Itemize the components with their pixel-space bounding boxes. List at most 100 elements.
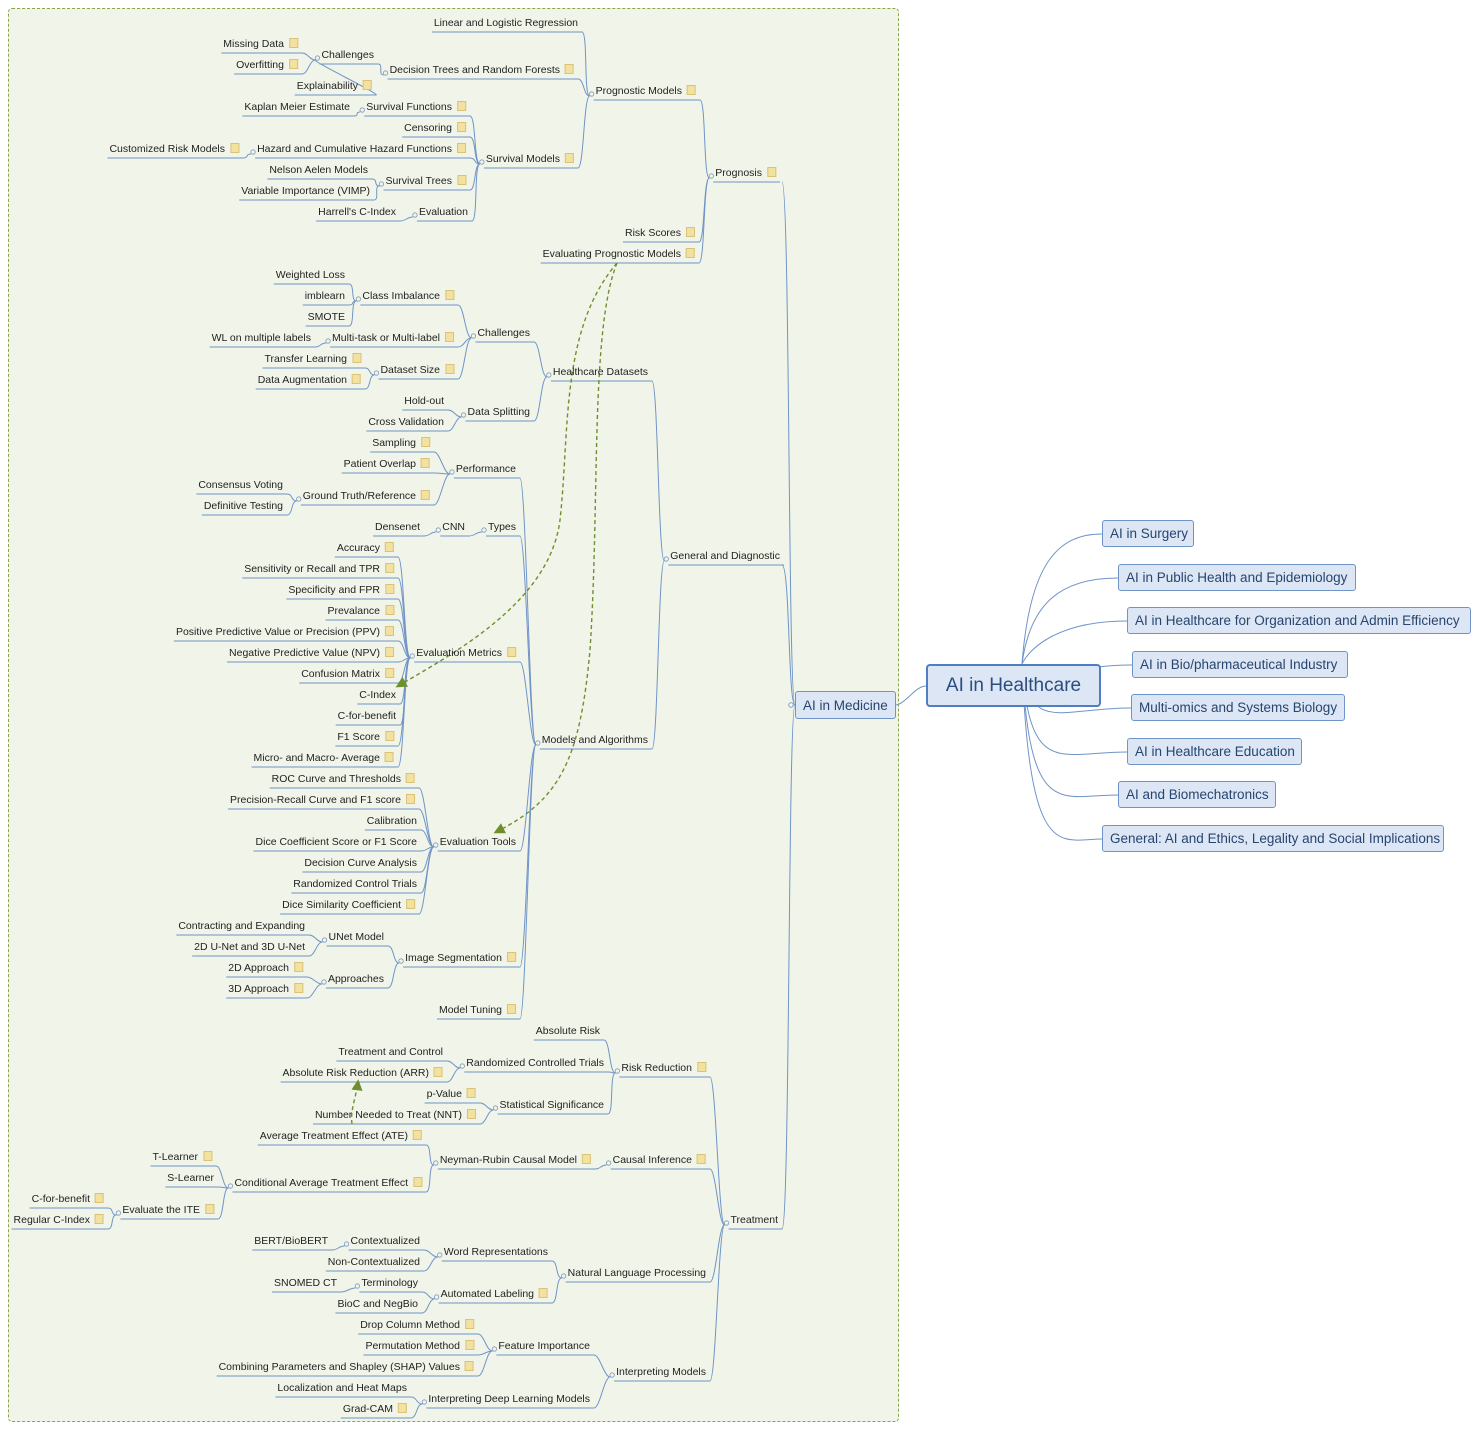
topic-transfer-learning[interactable]: Transfer Learning (263, 353, 364, 368)
note-icon[interactable] (687, 85, 696, 95)
topic-neyman-rubin-causal-model[interactable]: Neyman-Rubin Causal Model (438, 1154, 593, 1169)
note-icon[interactable] (445, 364, 454, 374)
topic-dice-coefficient-score-or-f1-score[interactable]: Dice Coefficient Score or F1 Score (254, 836, 419, 851)
topic-risk-reduction[interactable]: Risk Reduction (619, 1062, 708, 1077)
topic-densenet[interactable]: Densenet (373, 521, 422, 536)
branch-general-ai-and-ethics-legality-and-social-implications[interactable]: General: AI and Ethics, Legality and Soc… (1102, 825, 1444, 852)
topic-customized-risk-models[interactable]: Customized Risk Models (107, 143, 241, 158)
note-icon[interactable] (413, 1177, 422, 1187)
topic-positive-predictive-value-or-precision-ppv[interactable]: Positive Predictive Value or Precision (… (174, 626, 396, 641)
topic-number-needed-to-treat-nnt[interactable]: Number Needed to Treat (NNT) (313, 1109, 478, 1124)
topic-average-treatment-effect-ate[interactable]: Average Treatment Effect (ATE) (258, 1130, 424, 1145)
note-icon[interactable] (385, 731, 394, 741)
topic-prognosis[interactable]: Prognosis (713, 167, 778, 182)
topic-word-representations[interactable]: Word Representations (442, 1246, 550, 1261)
topic-challenges[interactable]: Challenges (319, 49, 376, 64)
topic-general-and-diagnostic[interactable]: General and Diagnostic (668, 550, 782, 565)
note-icon[interactable] (686, 248, 695, 258)
topic-cross-validation[interactable]: Cross Validation (366, 416, 446, 431)
note-icon[interactable] (385, 605, 394, 615)
topic-feature-importance[interactable]: Feature Importance (496, 1340, 592, 1355)
topic-conditional-average-treatment-effect[interactable]: Conditional Average Treatment Effect (232, 1177, 424, 1192)
topic-risk-scores[interactable]: Risk Scores (623, 227, 697, 242)
topic-permutation-method[interactable]: Permutation Method (363, 1340, 476, 1355)
note-icon[interactable] (467, 1109, 476, 1119)
note-icon[interactable] (434, 1067, 443, 1077)
topic-p-value[interactable]: p-Value (425, 1088, 478, 1103)
note-icon[interactable] (565, 153, 574, 163)
note-icon[interactable] (95, 1193, 104, 1203)
topic-3d-approach[interactable]: 3D Approach (226, 983, 305, 998)
topic-consensus-voting[interactable]: Consensus Voting (196, 479, 285, 494)
topic-interpreting-deep-learning-models[interactable]: Interpreting Deep Learning Models (426, 1393, 592, 1408)
note-icon[interactable] (203, 1151, 212, 1161)
note-icon[interactable] (385, 752, 394, 762)
topic-absolute-risk[interactable]: Absolute Risk (534, 1025, 602, 1040)
topic-dataset-size[interactable]: Dataset Size (378, 364, 456, 379)
topic-class-imbalance[interactable]: Class Imbalance (360, 290, 456, 305)
topic-treatment-and-control[interactable]: Treatment and Control (336, 1046, 445, 1061)
note-icon[interactable] (767, 167, 776, 177)
topic-prognostic-models[interactable]: Prognostic Models (594, 85, 698, 100)
topic-censoring[interactable]: Censoring (402, 122, 468, 137)
topic-weighted-loss[interactable]: Weighted Loss (274, 269, 347, 284)
note-icon[interactable] (289, 38, 298, 48)
topic-regular-c-index[interactable]: Regular C-Index (12, 1214, 106, 1229)
topic-bert-biobert[interactable]: BERT/BioBERT (252, 1235, 330, 1250)
topic-s-learner[interactable]: S-Learner (165, 1172, 216, 1187)
note-icon[interactable] (230, 143, 239, 153)
note-icon[interactable] (385, 563, 394, 573)
topic-imblearn[interactable]: imblearn (303, 290, 347, 305)
topic-evaluate-the-ite[interactable]: Evaluate the ITE (120, 1204, 216, 1219)
topic-model-tuning[interactable]: Model Tuning (437, 1004, 518, 1019)
note-icon[interactable] (686, 227, 695, 237)
note-icon[interactable] (385, 584, 394, 594)
topic-statistical-significance[interactable]: Statistical Significance (498, 1099, 606, 1114)
topic-healthcare-datasets[interactable]: Healthcare Datasets (551, 366, 650, 381)
topic-natural-language-processing[interactable]: Natural Language Processing (566, 1267, 708, 1282)
note-icon[interactable] (457, 143, 466, 153)
topic-roc-curve-and-thresholds[interactable]: ROC Curve and Thresholds (270, 773, 417, 788)
topic-randomized-control-trials[interactable]: Randomized Control Trials (291, 878, 419, 893)
topic-bioc-and-negbio[interactable]: BioC and NegBio (335, 1298, 420, 1313)
topic-2d-approach[interactable]: 2D Approach (226, 962, 305, 977)
note-icon[interactable] (352, 353, 361, 363)
relationship-arrow[interactable] (350, 1079, 363, 1125)
topic-survival-functions[interactable]: Survival Functions (364, 101, 468, 116)
topic-multi-task-or-multi-label[interactable]: Multi-task or Multi-label (330, 332, 456, 347)
topic-prevalance[interactable]: Prevalance (325, 605, 396, 620)
note-icon[interactable] (413, 1130, 422, 1140)
branch-multi-omics-and-systems-biology[interactable]: Multi-omics and Systems Biology (1131, 694, 1345, 721)
topic-combining-parameters-and-shapley-shap-values[interactable]: Combining Parameters and Shapley (SHAP) … (217, 1361, 476, 1376)
topic-terminology[interactable]: Terminology (359, 1277, 420, 1292)
topic-evaluating-prognostic-models[interactable]: Evaluating Prognostic Models (541, 248, 697, 263)
note-icon[interactable] (385, 542, 394, 552)
topic-patient-overlap[interactable]: Patient Overlap (342, 458, 432, 473)
note-icon[interactable] (457, 122, 466, 132)
branch-ai-in-healthcare-for-organization-and-admin-efficiency[interactable]: AI in Healthcare for Organization and Ad… (1127, 607, 1471, 634)
branch-ai-in-surgery[interactable]: AI in Surgery (1102, 520, 1194, 547)
topic-negative-predictive-value-npv[interactable]: Negative Predictive Value (NPV) (227, 647, 396, 662)
note-icon[interactable] (507, 952, 516, 962)
note-icon[interactable] (385, 647, 394, 657)
topic-automated-labeling[interactable]: Automated Labeling (439, 1288, 550, 1303)
topic-nelson-aelen-models[interactable]: Nelson Aelen Models (267, 164, 370, 179)
note-icon[interactable] (697, 1062, 706, 1072)
topic-approaches[interactable]: Approaches (326, 973, 386, 988)
note-icon[interactable] (406, 899, 415, 909)
topic-contextualized[interactable]: Contextualized (349, 1235, 422, 1250)
topic-explainability[interactable]: Explainability (295, 80, 374, 95)
topic-hold-out[interactable]: Hold-out (402, 395, 446, 410)
topic-survival-models[interactable]: Survival Models (484, 153, 576, 168)
topic-snomed-ct[interactable]: SNOMED CT (272, 1277, 339, 1292)
note-icon[interactable] (385, 626, 394, 636)
note-icon[interactable] (421, 437, 430, 447)
topic-types[interactable]: Types (486, 521, 518, 536)
topic-smote[interactable]: SMOTE (306, 311, 347, 326)
topic-linear-and-logistic-regression[interactable]: Linear and Logistic Regression (432, 17, 580, 32)
topic-challenges[interactable]: Challenges (475, 327, 532, 342)
topic-kaplan-meier-estimate[interactable]: Kaplan Meier Estimate (242, 101, 352, 116)
topic-performance[interactable]: Performance (454, 463, 518, 478)
note-icon[interactable] (205, 1204, 214, 1214)
note-icon[interactable] (294, 983, 303, 993)
